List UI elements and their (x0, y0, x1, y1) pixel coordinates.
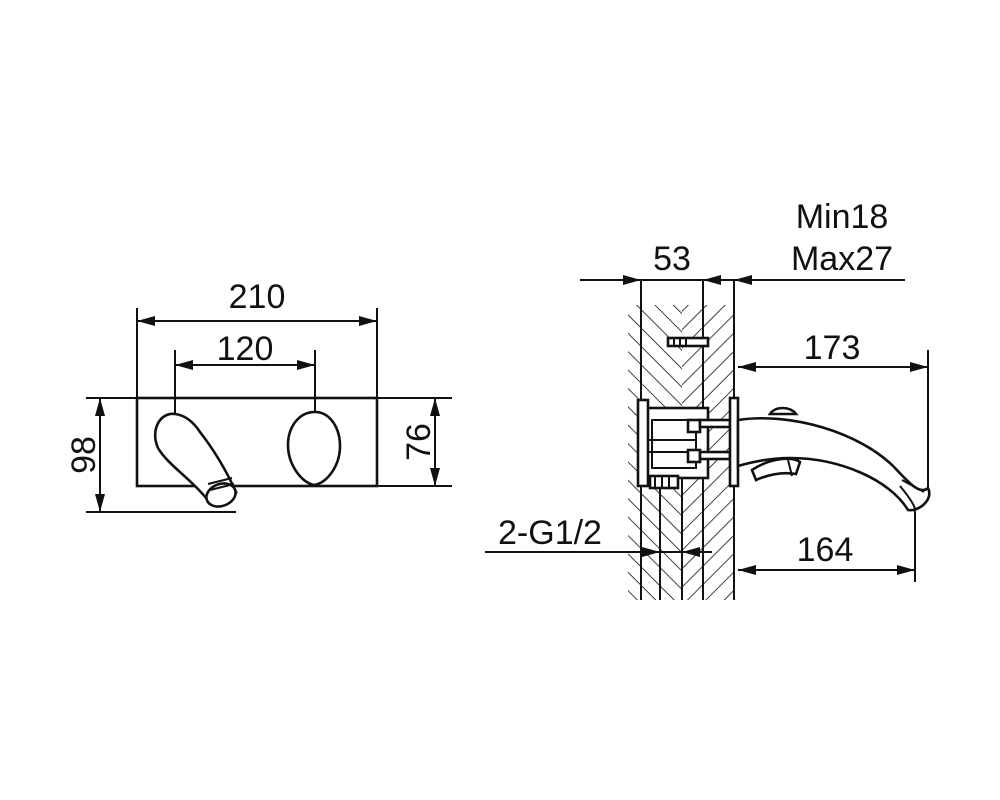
plate-height-label: 76 (400, 423, 438, 461)
overall-width-label: 210 (229, 278, 286, 316)
plate-depth-max-label: Max27 (791, 240, 893, 278)
overall-height-label: 98 (65, 436, 103, 474)
front-view: 210 120 98 76 (65, 278, 452, 513)
spout-reach-label: 173 (804, 329, 861, 367)
plate-depth-min-label: Min18 (796, 198, 889, 236)
handle-front (286, 410, 342, 487)
spout-outlet-label: 164 (797, 531, 854, 569)
wall-plate (135, 396, 379, 488)
wall-thickness-label: 53 (653, 240, 691, 278)
side-view: 53 Min18 Max27 173 164 2-G1/2 (485, 198, 931, 600)
handle-spacing-label: 120 (217, 330, 274, 368)
inlet-thread-label: 2-G1/2 (498, 514, 602, 552)
